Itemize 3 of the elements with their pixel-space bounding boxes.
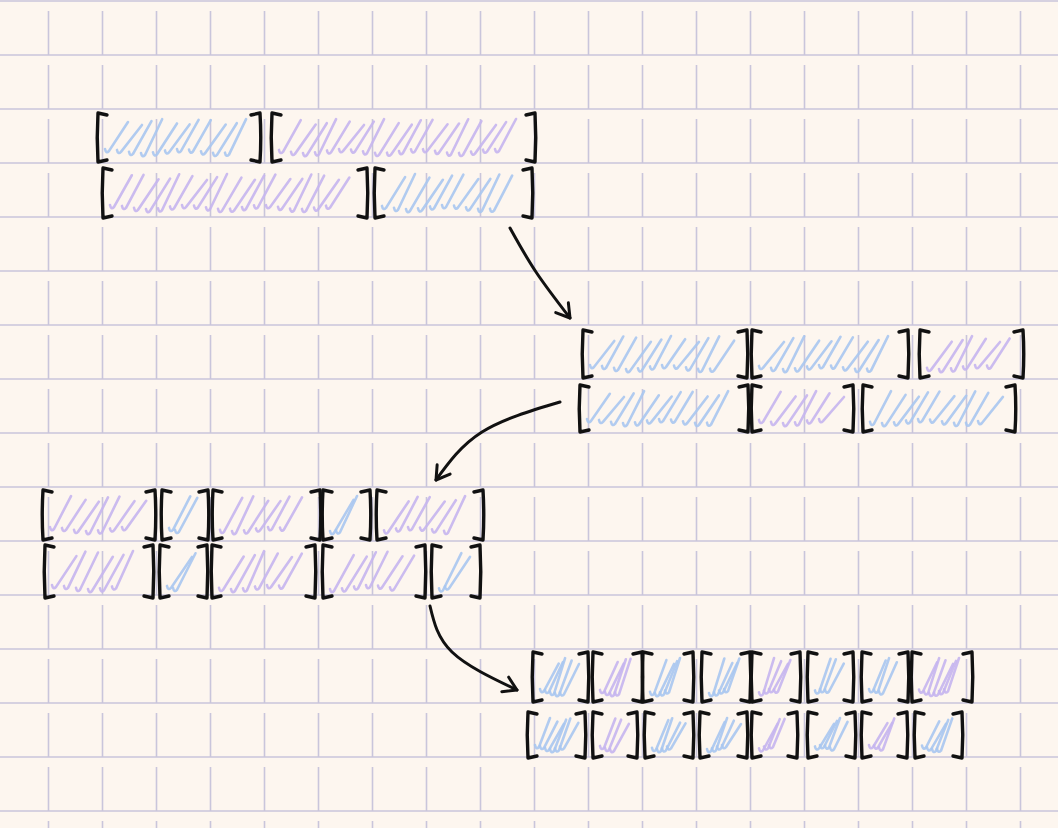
arrow (428, 604, 519, 694)
arrow (508, 226, 572, 320)
arrow (434, 400, 562, 482)
